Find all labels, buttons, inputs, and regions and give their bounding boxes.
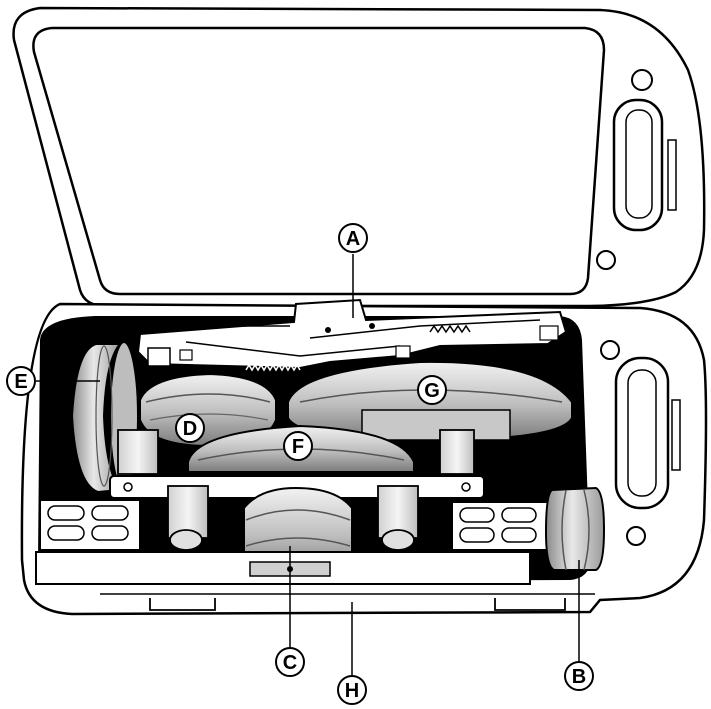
callout-g-label: G [424,380,440,402]
callout-a: A [338,223,368,318]
callout-c: C [275,546,305,677]
callout-d: D [175,413,205,443]
callout-h-label: H [345,680,359,702]
callout-e: E [6,366,100,396]
callout-f-label: F [292,436,304,458]
guide-bar [35,499,549,585]
bending-shoe-medium [139,372,277,448]
callout-b-label: B [572,666,586,688]
roller-right [544,486,606,571]
callout-c-label: C [283,652,297,674]
callout-d-label: D [183,418,197,440]
case-lid [12,6,706,308]
callout-h: H [337,602,367,705]
callout-a-label: A [346,228,360,250]
callout-g: G [417,375,447,405]
callout-f: F [283,431,313,461]
callout-e-label: E [14,371,27,393]
callout-b: B [564,560,594,691]
bender-handle [136,298,568,372]
frame-bar [109,429,485,551]
